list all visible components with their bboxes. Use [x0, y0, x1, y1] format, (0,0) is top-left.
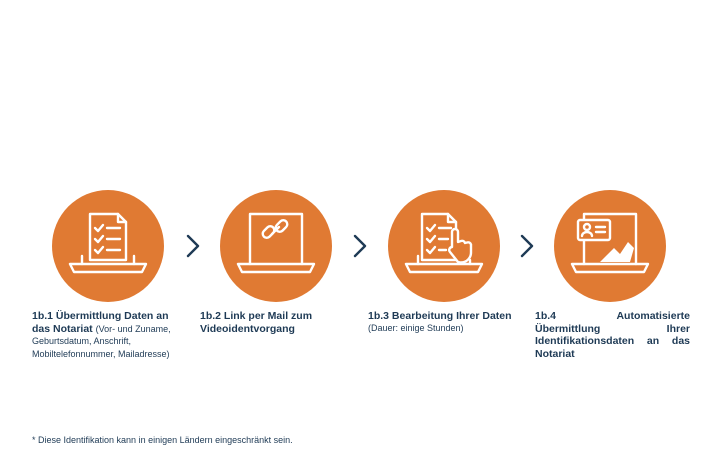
step-3-circle: [388, 190, 500, 302]
step-4-title: 1b.4 Automatisierte Übermittlung Ihrer I…: [535, 310, 690, 360]
step-4-text: 1b.4 Automatisierte Übermittlung Ihrer I…: [535, 310, 690, 360]
step-2-title: 1b.2 Link per Mail zum Videoidentvorgang: [200, 310, 313, 335]
step-2-text: 1b.2 Link per Mail zum Videoidentvorgang: [200, 310, 355, 335]
step-3-detail: (Dauer: einige Stunden): [368, 322, 464, 333]
step-1-title: 1b.1 Übermittlung Daten an das Notariat: [32, 310, 169, 335]
laptop-link-icon: [236, 212, 316, 274]
step-1-text: 1b.1 Übermittlung Daten an das Notariat …: [32, 310, 187, 360]
step-1-detail: (Vor- und Zuname, Geburtsdatum, Anschrif…: [32, 323, 171, 359]
laptop-checklist-hand-icon: [404, 212, 484, 274]
chevron-right-icon: [353, 234, 367, 258]
footnote: * Diese Identifikation kann in einigen L…: [32, 435, 293, 445]
chevron-right-icon: [186, 234, 200, 258]
step-3-title: 1b.3 Bearbeitung Ihrer Daten: [368, 310, 512, 322]
step-1-circle: [52, 190, 164, 302]
laptop-id-card-icon: [570, 212, 650, 274]
laptop-checklist-icon: [68, 212, 148, 274]
step-2-circle: [220, 190, 332, 302]
step-3-text: 1b.3 Bearbeitung Ihrer Daten (Dauer: ein…: [368, 310, 523, 334]
step-4-circle: [554, 190, 666, 302]
chevron-right-icon: [520, 234, 534, 258]
